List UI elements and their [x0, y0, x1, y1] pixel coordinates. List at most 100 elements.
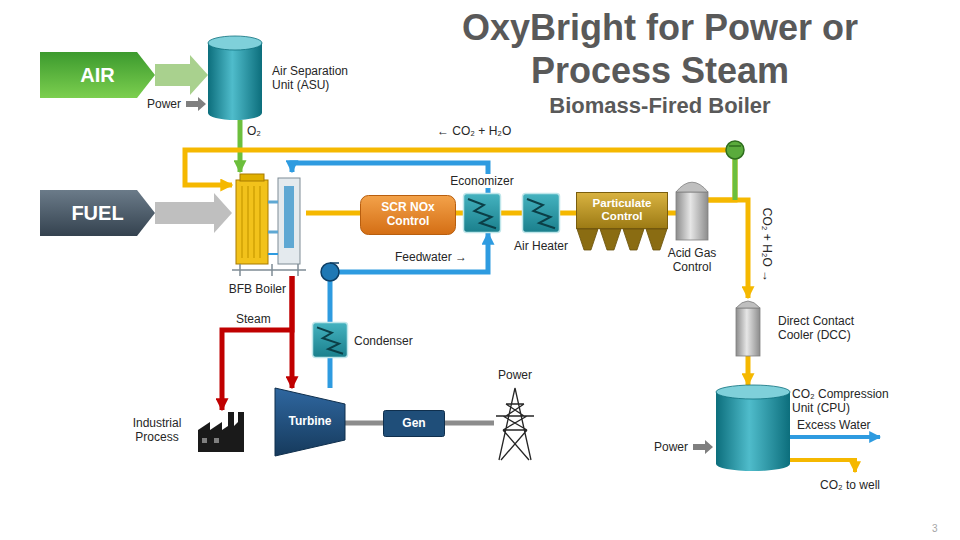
shape-part: [275, 388, 345, 456]
node-label: Turbine: [275, 388, 345, 456]
flow-line: [328, 358, 333, 388]
shape-part: [716, 385, 790, 399]
flow-label: Power: [147, 97, 181, 111]
flow-connector: [155, 55, 208, 95]
node-label: Condenser: [354, 334, 424, 348]
node-shape: [676, 178, 708, 240]
node-label: Direct Contact Cooler (DCC): [778, 314, 890, 342]
shape-part: [232, 264, 306, 276]
shape-part: [361, 196, 456, 235]
flow-line: [456, 211, 463, 216]
separation-vessel: Air Separation Unit (ASU): [208, 36, 262, 120]
power-arrow: [693, 440, 713, 454]
flow-connector: [456, 213, 463, 214]
shape-part: [284, 186, 294, 248]
shape-part: [623, 229, 644, 250]
flow-connector: [330, 233, 488, 322]
compression-vessel: CO₂ Compression Unit (CPU): [716, 385, 790, 471]
flow-label: CO₂ + H₂O →: [760, 200, 774, 290]
flow-line: [746, 356, 751, 385]
shape-part: [198, 412, 244, 452]
shape-part: [268, 253, 278, 255]
node-shape: [312, 322, 348, 358]
shape-part: [202, 438, 207, 443]
flow-connector: [306, 213, 360, 214]
shape-part: [278, 178, 300, 264]
flow-line: [238, 120, 243, 172]
heat-exchanger: Condenser: [312, 322, 348, 358]
flow-connector: [501, 213, 522, 214]
scrubber-vessel: Acid Gas Control: [676, 178, 708, 240]
flow-connector: [668, 213, 676, 214]
node-shape: [716, 385, 790, 471]
node-label: SCR NOx Control: [360, 195, 456, 235]
power-tower: Power: [494, 386, 536, 460]
node-label: Industrial Process: [124, 416, 190, 444]
node-label: FUEL: [40, 190, 155, 236]
flow-arrow: [155, 193, 232, 233]
shape-part: [240, 174, 264, 181]
flow-line: [306, 211, 360, 216]
shape-part: [242, 186, 260, 258]
shape-part: [208, 36, 262, 50]
pump-outlet: [330, 262, 339, 264]
recycle-fan: [726, 141, 744, 159]
flow-line: [445, 421, 494, 426]
node-label: BFB Boiler: [218, 282, 286, 296]
shape-part: [527, 199, 555, 228]
shape-part: [496, 388, 534, 460]
shape-part: [468, 199, 496, 228]
cooler-vessel: Direct Contact Cooler (DCC): [736, 298, 760, 356]
boiler-icon: BFB Boiler: [232, 172, 306, 276]
shape-part: [736, 301, 760, 308]
recycle-line: [733, 158, 738, 200]
shape-part: [40, 190, 155, 236]
shape-part: [600, 229, 621, 250]
node-shape: [736, 298, 760, 356]
diagram-title: OxyBright for Power or Process Steam: [425, 6, 895, 92]
turbine-shape: Turbine: [275, 388, 345, 456]
shape-part: [736, 308, 760, 356]
flow-label: Power: [654, 440, 688, 454]
shape-part: [577, 193, 668, 229]
node-shape: [494, 386, 536, 460]
co2-outlet: [790, 460, 855, 472]
input-arrow: FUEL: [40, 190, 155, 236]
node-shape: [196, 410, 250, 452]
shape-part: [646, 229, 667, 250]
shape-part: [208, 106, 262, 120]
node-label: Particulate Control: [576, 192, 668, 228]
flow-line: [501, 211, 522, 216]
node-label: Acid Gas Control: [662, 246, 722, 274]
input-arrow: AIR: [40, 52, 155, 98]
shape-part: [313, 323, 348, 358]
heat-exchanger: Economizer: [463, 193, 501, 233]
flow-line: [345, 421, 383, 426]
shape-part: [208, 43, 262, 113]
node-label: Gen: [383, 410, 445, 437]
shape-part: [676, 182, 708, 192]
node-shape: [463, 193, 501, 233]
process-box: SCR NOx Control: [360, 195, 456, 235]
flow-line: [668, 211, 676, 216]
node-label: Economizer: [447, 174, 517, 188]
shape-part: [268, 202, 278, 232]
flow-label: O₂: [247, 124, 261, 138]
heat-exchanger: Air Heater: [522, 193, 560, 233]
flow-line: [560, 211, 576, 216]
shape-part: [676, 192, 708, 240]
shape-part: [716, 457, 790, 471]
node-label: Air Heater: [510, 239, 572, 253]
factory-icon: Industrial Process: [196, 410, 250, 452]
flow-line: [330, 233, 488, 322]
node-shape: [208, 36, 262, 120]
shape-part: [716, 392, 790, 464]
flow-label: Biomass-Fired Boiler: [425, 93, 895, 119]
generator-box: Gen: [383, 410, 445, 437]
shape-part: [523, 194, 560, 233]
node-label: AIR: [40, 52, 155, 98]
flow-arrow: [155, 55, 208, 95]
node-shape: [522, 193, 560, 233]
shape-part: [236, 180, 268, 264]
